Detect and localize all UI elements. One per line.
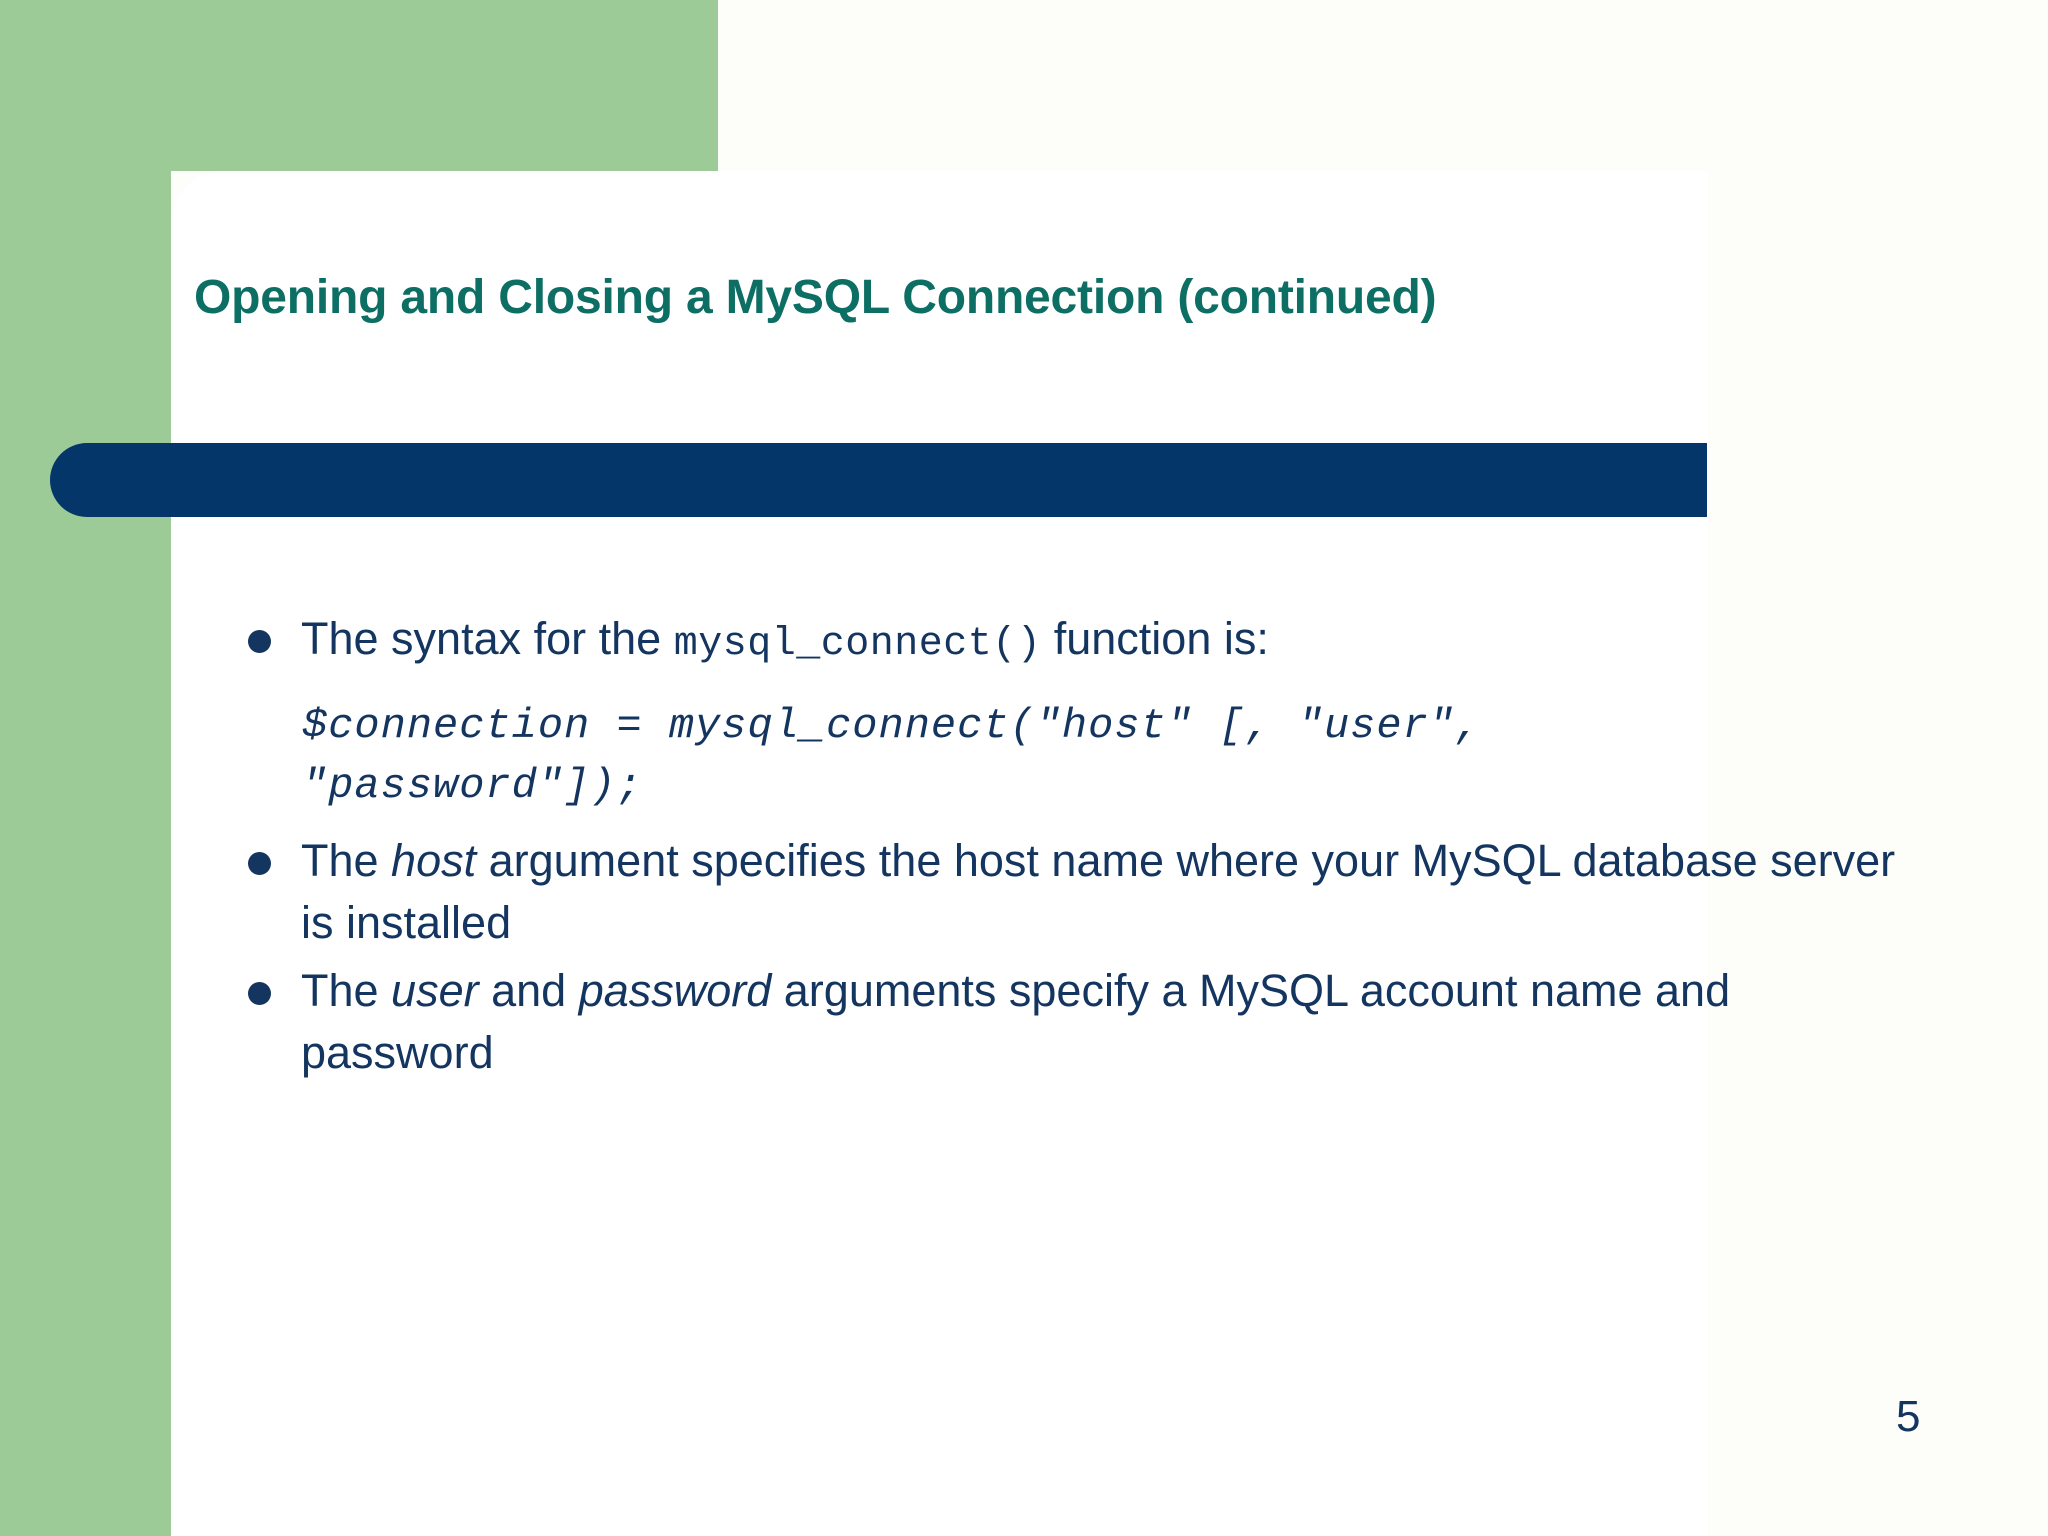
bullet-dot-icon (248, 982, 271, 1005)
bullet-1-code: mysql_connect() (673, 622, 1042, 667)
list-item: The host argument specifies the host nam… (248, 830, 1908, 954)
page-number: 5 (1896, 1392, 1921, 1441)
bullet-3-seg-4: arguments specify a MySQL account name a… (301, 965, 1731, 1078)
list-item: The syntax for the mysql_connect() funct… (248, 608, 1908, 676)
list-item: The user and password arguments specify … (248, 960, 1908, 1084)
bullet-dot-icon (248, 852, 271, 875)
bullet-2-seg-2: argument specifies the host name where y… (301, 835, 1896, 948)
green-left-strip (0, 0, 171, 1536)
bullet-text: The user and password arguments specify … (301, 960, 1908, 1084)
white-content-card (171, 171, 1708, 1536)
bullet-1-lead: The syntax for the (301, 613, 674, 664)
code-sample: $connection = mysql_connect("host" [, "u… (302, 702, 1482, 810)
bullet-dot-icon (248, 630, 271, 653)
bullet-2-seg-1: host (391, 835, 477, 886)
bullet-3-seg-0: The (301, 965, 392, 1016)
bullet-text: The syntax for the mysql_connect() funct… (301, 608, 1908, 676)
bullet-3-seg-2: and (478, 965, 579, 1016)
bullet-2-seg-0: The (301, 835, 392, 886)
bullet-text: The host argument specifies the host nam… (301, 830, 1908, 954)
navy-divider-bar (50, 443, 1707, 517)
green-top-block (0, 0, 718, 171)
page-title: Opening and Closing a MySQL Connection (… (194, 271, 1437, 324)
bullet-1-tail: function is: (1041, 613, 1269, 664)
bullet-3-seg-1: user (391, 965, 479, 1016)
bullet-3-seg-3: password (578, 965, 772, 1016)
slide-body: The syntax for the mysql_connect() funct… (248, 608, 1908, 1090)
